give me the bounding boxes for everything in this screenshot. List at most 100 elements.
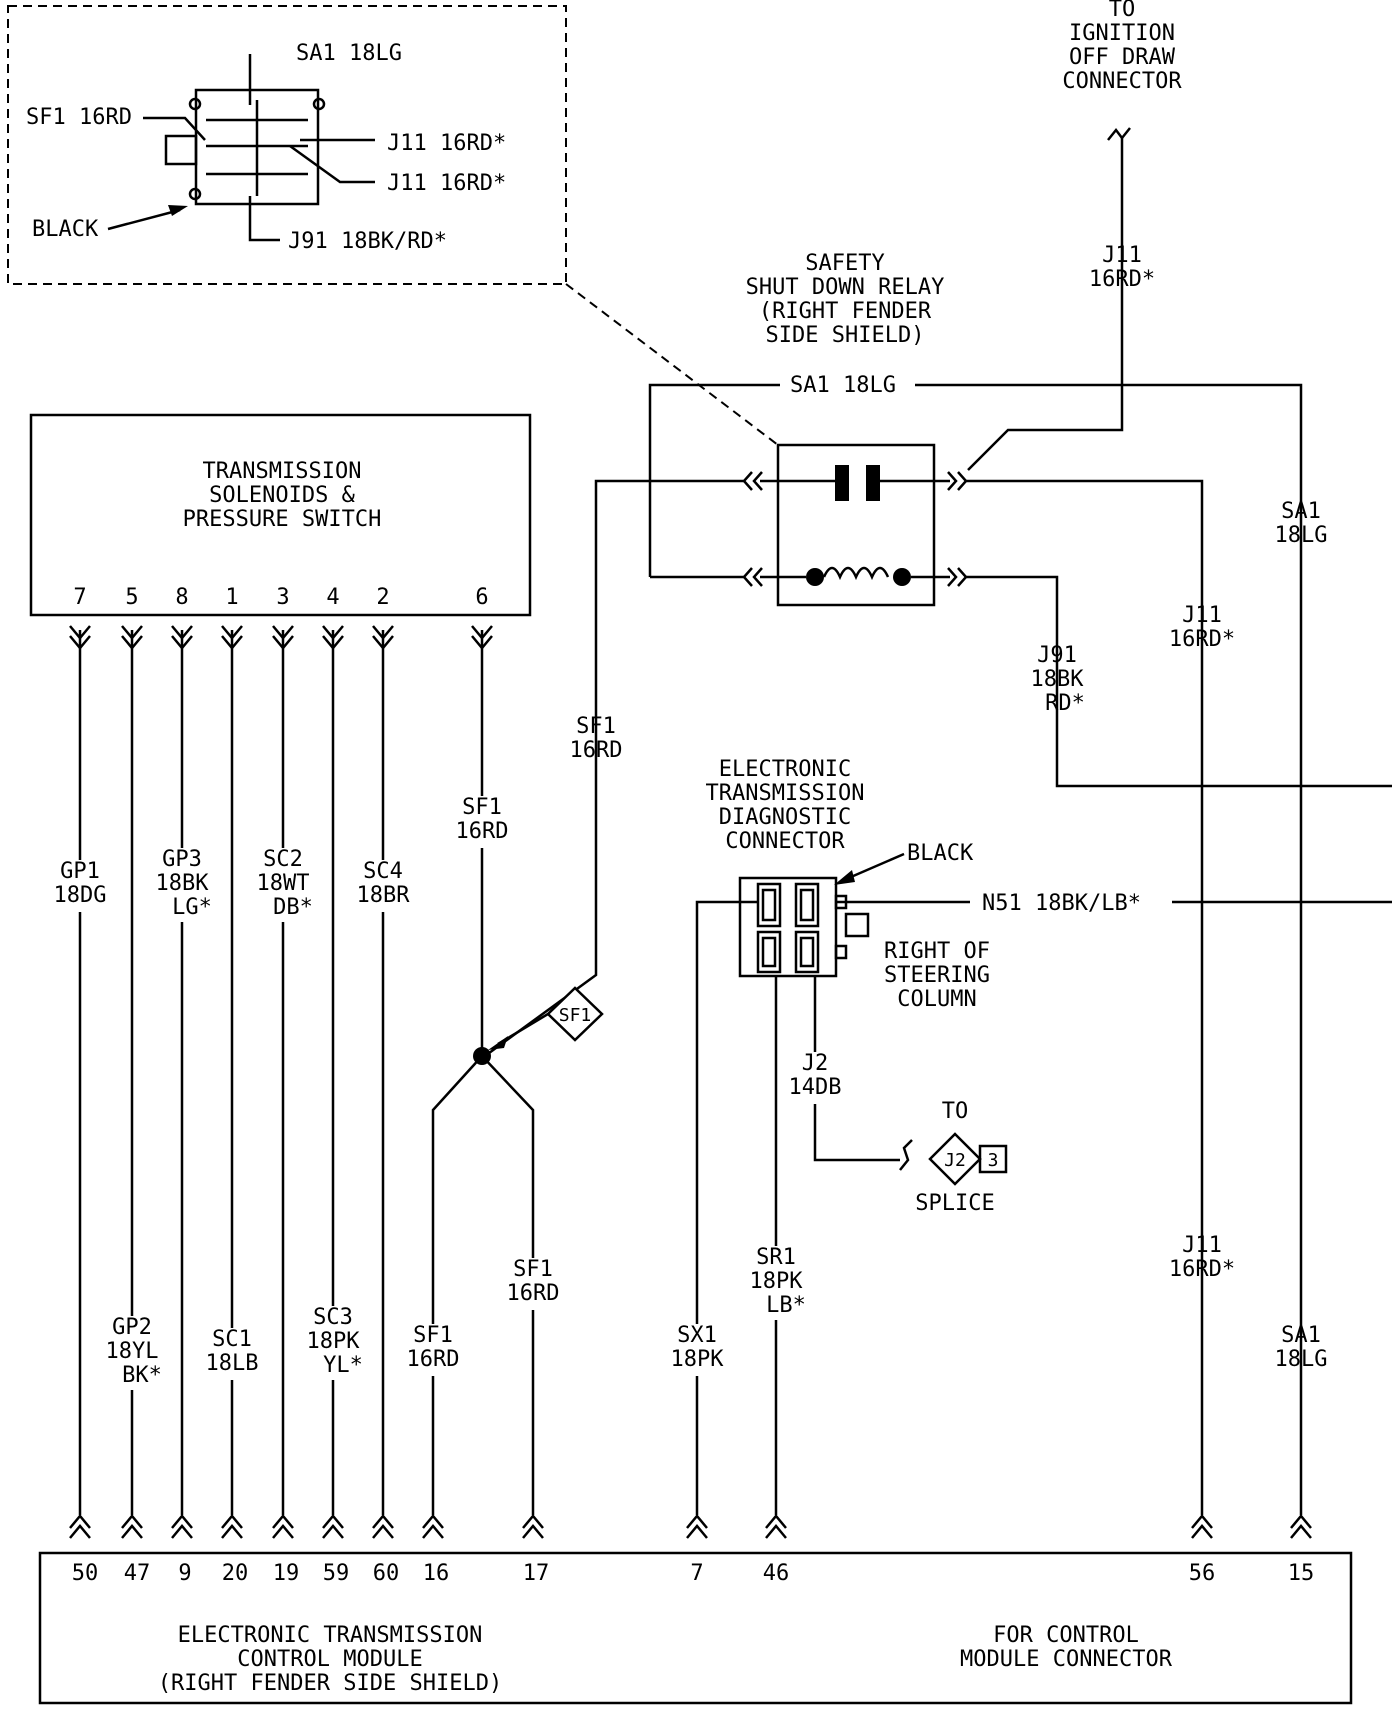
ecm-box (38, 1551, 1353, 1705)
svg-text:16: 16 (423, 1561, 450, 1586)
svg-text:18BR: 18BR (357, 883, 411, 908)
svg-text:GP3: GP3 (162, 847, 202, 872)
svg-text:16RD: 16RD (507, 1281, 560, 1306)
svg-text:4: 4 (326, 585, 339, 610)
svg-text:YL*: YL* (323, 1353, 363, 1378)
inset-black-label: BLACK (32, 217, 99, 242)
svg-text:SF1: SF1 (513, 1257, 553, 1282)
label-sa1-low: SA1 18LG (1275, 1323, 1328, 1372)
svg-text:16RD*: 16RD* (1169, 627, 1235, 652)
svg-text:LB*: LB* (766, 1293, 806, 1318)
wire-sf1-relay (484, 479, 744, 1058)
svg-text:18PK: 18PK (307, 1329, 361, 1354)
svg-text:SA1: SA1 (1281, 499, 1321, 524)
svg-text:46: 46 (763, 1561, 790, 1586)
relay-body (776, 443, 936, 607)
svg-text:TO: TO (1109, 0, 1136, 22)
label-j91: J91 18BK RD* (1031, 643, 1085, 716)
ecm-pins: 50 47 9 20 19 59 60 16 17 7 46 56 15 (72, 1561, 1315, 1586)
svg-text:2: 2 (376, 585, 389, 610)
svg-text:1: 1 (225, 585, 238, 610)
ignition-connector-label: TO IGNITION OFF DRAW CONNECTOR (1062, 0, 1182, 141)
safety-relay-title: SAFETY SHUT DOWN RELAY (RIGHT FENDER SID… (746, 251, 945, 348)
svg-text:18BK: 18BK (1031, 667, 1085, 692)
ecm-connector-note: FOR CONTROL MODULE CONNECTOR (960, 1623, 1173, 1672)
svg-text:SC4: SC4 (363, 859, 403, 884)
label-gp3: GP3 18BK LG* (152, 847, 212, 922)
svg-text:18LG: 18LG (1275, 523, 1328, 548)
svg-text:16RD*: 16RD* (1089, 267, 1155, 292)
label-n51: N51 18BK/LB* (982, 891, 1141, 916)
solenoid-pins: 7 5 8 1 3 4 2 6 (73, 585, 488, 610)
svg-text:60: 60 (373, 1561, 400, 1586)
svg-text:J11: J11 (1102, 243, 1142, 268)
svg-text:ELECTRONIC TRANSMISSION: ELECTRONIC TRANSMISSION (178, 1623, 483, 1648)
svg-text:CONNECTOR: CONNECTOR (725, 829, 845, 854)
svg-text:16RD*: 16RD* (1169, 1257, 1235, 1282)
svg-text:SC3: SC3 (313, 1305, 353, 1330)
svg-text:DIAGNOSTIC: DIAGNOSTIC (719, 805, 851, 830)
svg-text:59: 59 (323, 1561, 350, 1586)
wire-j11-output (966, 479, 1204, 1515)
svg-text:ELECTRONIC: ELECTRONIC (719, 757, 851, 782)
svg-text:8: 8 (175, 585, 188, 610)
svg-text:J2: J2 (944, 1150, 966, 1171)
label-sc1: SC1 18LB (206, 1327, 259, 1380)
inset-j11-label-1: J11 16RD* (387, 131, 506, 156)
svg-text:SR1: SR1 (756, 1245, 796, 1270)
svg-text:SIDE SHIELD): SIDE SHIELD) (766, 323, 925, 348)
wire-j91 (966, 575, 1392, 788)
svg-text:3: 3 (988, 1150, 999, 1171)
svg-text:SF1: SF1 (413, 1323, 453, 1348)
svg-text:50: 50 (72, 1561, 99, 1586)
safety-relay (742, 443, 968, 607)
solenoid-connector-chevrons (69, 625, 493, 650)
svg-text:7: 7 (73, 585, 86, 610)
svg-text:SA1: SA1 (1281, 1323, 1321, 1348)
svg-text:STEERING: STEERING (884, 963, 990, 988)
label-sa1-top: SA1 18LG (790, 373, 896, 398)
svg-text:20: 20 (222, 1561, 249, 1586)
label-sa1-mid: SA1 18LG (1275, 499, 1328, 548)
svg-text:17: 17 (523, 1561, 550, 1586)
svg-text:18LB: 18LB (206, 1351, 259, 1376)
svg-text:56: 56 (1189, 1561, 1216, 1586)
svg-text:SF1: SF1 (576, 714, 616, 739)
svg-text:J2: J2 (802, 1051, 829, 1076)
inset-connector-latch (164, 134, 198, 166)
svg-text:FOR CONTROL: FOR CONTROL (993, 1623, 1139, 1648)
ecm-connector-chevrons (69, 1514, 1312, 1539)
wire-j2 (813, 976, 900, 1162)
inset-sa1-label: SA1 18LG (296, 41, 402, 66)
svg-text:SAFETY: SAFETY (805, 251, 884, 276)
svg-text:TRANSMISSION: TRANSMISSION (706, 781, 865, 806)
label-sr1: SR1 18PK LB* (746, 1245, 810, 1320)
svg-text:SF1: SF1 (462, 795, 502, 820)
wire-sa1-top-right (915, 383, 1303, 1515)
svg-text:18WT: 18WT (257, 871, 310, 896)
inset-j91-label: J91 18BK/RD* (288, 229, 447, 254)
label-sx1: SX1 18PK (670, 1323, 724, 1376)
inset-leader (565, 283, 779, 446)
label-j11-low: J11 16RD* (1169, 1233, 1235, 1282)
label-sc3: SC3 18PK YL* (303, 1305, 363, 1380)
svg-text:RD*: RD* (1045, 691, 1085, 716)
wire-sa1-top-left (648, 383, 780, 577)
label-j11-mid: J11 16RD* (1169, 603, 1235, 652)
label-sf1-left: SF1 16RD (406, 1323, 460, 1376)
svg-text:16RD: 16RD (456, 819, 509, 844)
label-sf1-right: SF1 16RD (506, 1257, 560, 1310)
svg-text:BK*: BK* (122, 1363, 162, 1388)
svg-text:19: 19 (273, 1561, 300, 1586)
label-sc4: SC4 18BR (355, 859, 411, 912)
svg-text:18LG: 18LG (1275, 1347, 1328, 1372)
svg-text:TRANSMISSION: TRANSMISSION (203, 459, 362, 484)
splice-sf1-badge: SF1 (488, 986, 604, 1050)
svg-text:J11: J11 (1182, 1233, 1222, 1258)
svg-text:LG*: LG* (172, 895, 212, 920)
diag-location-label: RIGHT OF STEERING COLUMN (884, 939, 990, 1012)
svg-text:TO: TO (942, 1099, 969, 1124)
svg-text:CONNECTOR: CONNECTOR (1062, 69, 1182, 94)
wire-j11-ignition (967, 138, 1124, 471)
